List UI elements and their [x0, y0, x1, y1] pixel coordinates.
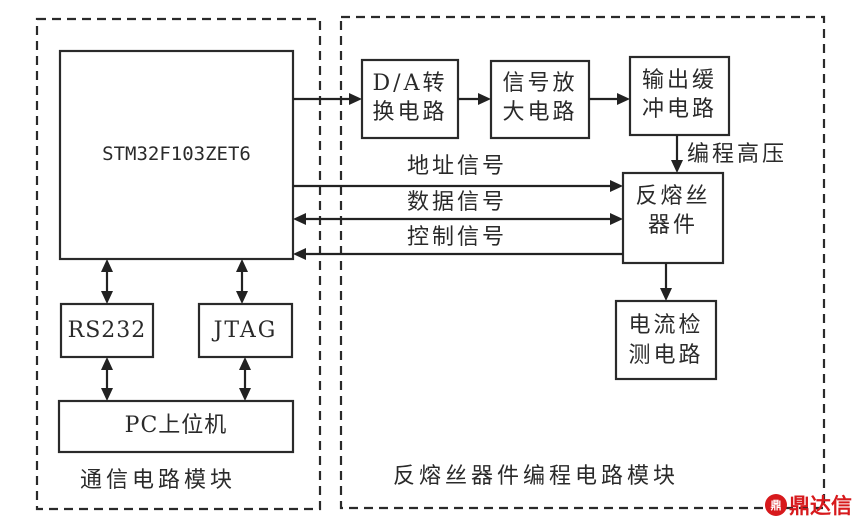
pc-block [57, 399, 295, 454]
address-signal-label: 地址信号 [407, 154, 508, 179]
communication-module-frame [35, 17, 322, 511]
data-signal-arrowhead-right [610, 213, 623, 225]
mcu-label: STM32F103ZET6 [102, 143, 251, 165]
jtag-label: JTAG [213, 318, 278, 343]
antifuse-to-current-arrowhead [660, 288, 672, 301]
jtag-pc-arrowhead-down [239, 388, 251, 401]
address-signal-arrowhead [610, 180, 623, 192]
data-signal-label: 数据信号 [407, 190, 508, 215]
jtag-pc-arrowhead-up [239, 357, 251, 370]
amp-to-buffer-arrowhead [617, 93, 630, 105]
signal-amplifier-block [489, 59, 591, 140]
rs232-label: RS232 [67, 318, 147, 343]
high-voltage-arrowhead [671, 160, 683, 173]
mcu-block [58, 49, 295, 261]
control-signal-label: 控制信号 [407, 225, 508, 250]
antifuse-device-label-line2: 器件 [647, 213, 698, 238]
communication-module-label: 通信电路模块 [80, 468, 237, 493]
output-buffer-label-line1: 输出缓 [641, 68, 717, 93]
current-detect-label-line1: 电流检 [628, 313, 704, 338]
antifuse-device-block [621, 171, 725, 265]
mcu-to-da-arrowhead [349, 93, 362, 105]
signal-amplifier-label-line2: 大电路 [502, 100, 578, 125]
da-converter-label-line2: 换电路 [372, 100, 448, 125]
watermark-text: 鼎达信 [789, 494, 852, 518]
mcu-rs232-arrowhead-down [101, 291, 113, 304]
current-detect-label-line2: 测电路 [628, 343, 704, 368]
pc-label: PC上位机 [124, 413, 228, 438]
control-signal-arrowhead [293, 248, 306, 260]
mcu-rs232-arrowhead-up [101, 259, 113, 272]
antifuse-device-label-line1: 反熔丝 [635, 184, 711, 209]
jtag-block [197, 302, 294, 359]
data-signal-arrowhead-left [293, 213, 306, 225]
da-converter-label-line1: D/A转 [372, 71, 448, 96]
programming-module-label: 反熔丝器件编程电路模块 [393, 464, 680, 489]
rs232-pc-arrowhead-down [101, 388, 113, 401]
watermark-logo-icon: 鼎 [765, 494, 787, 516]
watermark: 鼎 鼎达信 [765, 490, 852, 520]
rs232-pc-arrowhead-up [101, 357, 113, 370]
output-buffer-label-line2: 冲电路 [641, 97, 717, 122]
mcu-jtag-arrowhead-up [236, 259, 248, 272]
current-detect-block [614, 299, 718, 381]
output-buffer-block [628, 55, 731, 137]
signal-amplifier-label-line1: 信号放 [502, 71, 578, 96]
high-voltage-label: 编程高压 [687, 142, 788, 167]
programming-module-frame [339, 15, 826, 510]
da-to-amp-arrowhead [478, 93, 491, 105]
mcu-jtag-arrowhead-down [236, 291, 248, 304]
